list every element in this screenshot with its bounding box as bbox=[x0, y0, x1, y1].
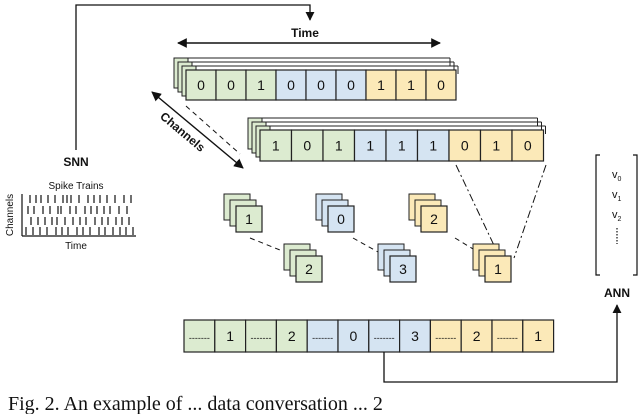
green-count-top-value: 1 bbox=[245, 211, 253, 227]
seq1-cell bbox=[215, 69, 247, 101]
seq1-cell bbox=[185, 69, 217, 101]
ann-vector: v0 v1 v2 bbox=[595, 154, 638, 276]
seq2-cell-value: 0 bbox=[461, 138, 469, 154]
guide-dashdot-1 bbox=[455, 164, 501, 259]
output-to-ann-arrow bbox=[383, 304, 622, 383]
seq2-cell-value: 1 bbox=[398, 138, 406, 154]
output-cell bbox=[460, 319, 493, 353]
seq2-cell bbox=[448, 129, 482, 162]
yellow-count-top bbox=[420, 205, 448, 233]
seq1-cell-value: 0 bbox=[227, 77, 235, 93]
seq2-cell bbox=[259, 129, 293, 162]
blue-count-bottom-value: 3 bbox=[399, 261, 407, 277]
guide-dashed-left bbox=[185, 105, 241, 155]
output-cell-value: ------- bbox=[435, 333, 456, 343]
seq2-cell-value: 1 bbox=[272, 138, 280, 154]
snn-to-input-arrow bbox=[75, 4, 315, 150]
seq1-cell-value: 0 bbox=[347, 77, 355, 93]
spike-sequence-2: 1 0 1 1 1 1 0 1 0 bbox=[247, 117, 546, 162]
output-cell-value: ------- bbox=[312, 333, 333, 343]
seq2-cell-value: 1 bbox=[429, 138, 437, 154]
output-cell-value: 2 bbox=[473, 328, 481, 344]
seq2-cell-value: 1 bbox=[492, 138, 500, 154]
yellow-count-bottom bbox=[484, 255, 512, 283]
spike-trains-label: Spike Trains bbox=[48, 181, 103, 192]
green-count-top bbox=[235, 205, 263, 233]
yellow-count-top-value: 2 bbox=[430, 211, 438, 227]
output-cell-value: ------- bbox=[374, 333, 395, 343]
seq2-cell bbox=[322, 129, 356, 162]
green-count-bottom bbox=[295, 255, 323, 283]
seq1-cell-value: 0 bbox=[287, 77, 295, 93]
output-cell bbox=[275, 319, 308, 353]
output-cell bbox=[245, 319, 278, 353]
output-cell-value: ------- bbox=[251, 333, 272, 343]
count-stacks: 1 2 0 3 2 1 bbox=[223, 193, 512, 283]
seq1-cell-value: 1 bbox=[257, 77, 265, 93]
output-cell bbox=[306, 319, 339, 353]
blue-count-top bbox=[327, 205, 355, 233]
time-label: Time bbox=[291, 26, 319, 40]
output-cell-value: 3 bbox=[411, 328, 419, 344]
stack-link-dashed bbox=[249, 237, 281, 251]
seq1-cell-value: 0 bbox=[197, 77, 205, 93]
seq2-cell bbox=[290, 129, 324, 162]
seq2-cell-value: 0 bbox=[303, 138, 311, 154]
guide-dashdot-2 bbox=[513, 164, 547, 259]
output-cell bbox=[337, 319, 370, 353]
blue-count-bottom bbox=[389, 255, 417, 283]
seq2-cell-value: 1 bbox=[335, 138, 343, 154]
output-sequence: ------- 1 ------- 2 ------- 0 ------- 3 ------- 2… bbox=[183, 319, 555, 353]
output-cell-value: 1 bbox=[226, 328, 234, 344]
seq2-cell-value: 0 bbox=[524, 138, 532, 154]
seq2-cell-value: 1 bbox=[366, 138, 374, 154]
ann-label: ANN bbox=[604, 286, 630, 300]
seq1-cell bbox=[395, 69, 427, 101]
vector-v0: v0 bbox=[612, 169, 622, 183]
seq2-cell bbox=[479, 129, 513, 162]
seq2-cell bbox=[511, 129, 545, 162]
seq1-cell-value: 1 bbox=[407, 77, 415, 93]
output-cell-value: 2 bbox=[288, 328, 296, 344]
green-count-bottom-value: 2 bbox=[305, 261, 313, 277]
output-cell bbox=[183, 319, 216, 353]
seq1-cell bbox=[245, 69, 277, 101]
blue-count-top-value: 0 bbox=[337, 211, 345, 227]
channels-arrow bbox=[151, 91, 244, 169]
output-cell-value: 0 bbox=[350, 328, 358, 344]
figure-caption: Fig. 2. An example of ... data conversat… bbox=[8, 393, 383, 414]
spike-sequence-1: 0 0 1 0 0 0 1 1 0 bbox=[173, 57, 459, 101]
snn-label: SNN bbox=[63, 155, 88, 169]
output-cell-value: 1 bbox=[534, 328, 542, 344]
vector-v2: v2 bbox=[612, 209, 622, 223]
seq1-cell-value: 0 bbox=[317, 77, 325, 93]
seq1-cell bbox=[425, 69, 457, 101]
output-cell-value: ------- bbox=[497, 333, 518, 343]
spike-raster bbox=[21, 194, 136, 237]
raster-channels-axis-label: Channels bbox=[5, 194, 16, 236]
stack-link-dashed bbox=[352, 237, 379, 253]
output-cell-value: ------- bbox=[189, 333, 210, 343]
output-cell bbox=[522, 319, 555, 353]
yellow-count-bottom-value: 1 bbox=[494, 261, 502, 277]
vector-v1: v1 bbox=[612, 189, 622, 203]
seq1-cell-value: 0 bbox=[437, 77, 445, 93]
output-cell bbox=[399, 319, 432, 353]
seq1-cell-value: 1 bbox=[377, 77, 385, 93]
raster-time-axis-label: Time bbox=[65, 241, 87, 252]
